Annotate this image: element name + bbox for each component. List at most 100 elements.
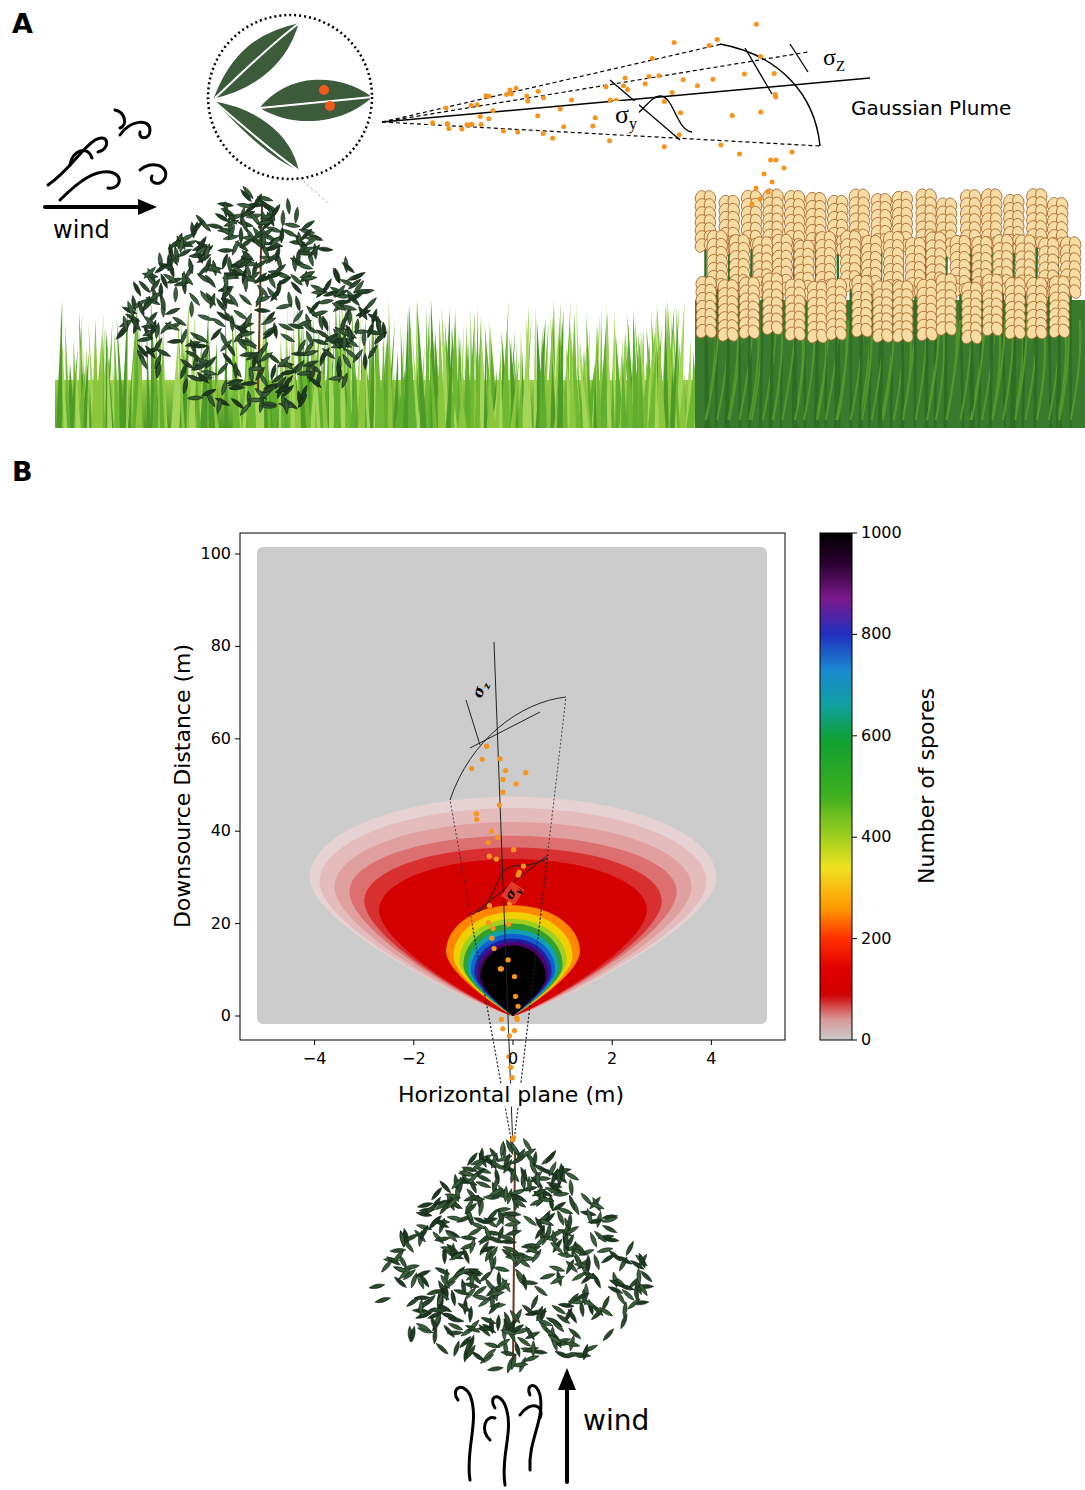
bush-leaf [342, 335, 346, 351]
grass-blade [458, 366, 466, 428]
bush-leaf [239, 237, 254, 249]
bush-leaf [178, 236, 184, 252]
spore [445, 122, 450, 127]
grass-blade [545, 298, 554, 428]
bush-leaf [154, 262, 169, 275]
bush-leaf [297, 262, 313, 270]
bush-leaf [256, 220, 272, 226]
spore [550, 136, 555, 141]
bush-leaf [341, 304, 357, 311]
grass-blade [510, 356, 519, 428]
bush-leaf [352, 279, 365, 294]
wheat-stalk [770, 330, 773, 428]
bush-leaf [242, 185, 255, 200]
bush-leaf [261, 232, 265, 248]
wheat-stalk [1069, 294, 1072, 428]
grass-blade [639, 341, 645, 428]
grass-blade [104, 335, 112, 428]
sigma-z-marker [745, 48, 772, 94]
spore [525, 98, 530, 103]
spore [486, 116, 491, 121]
bush-leaf [334, 326, 349, 338]
bush-leaf [159, 283, 163, 299]
spore [623, 76, 628, 81]
grass-blade [574, 357, 581, 428]
bush-leaf [239, 227, 243, 243]
spore [514, 86, 519, 91]
bush-leaf [321, 347, 336, 360]
bush-leaf [301, 275, 317, 281]
bush-leaf [302, 359, 318, 368]
bush-leaf [227, 257, 232, 273]
spore [662, 144, 667, 149]
lesion-spot [319, 85, 329, 95]
bush-leaf [199, 290, 212, 305]
bush-leaf [308, 376, 323, 389]
bush-leaf [336, 362, 342, 378]
grass-blade [557, 335, 563, 428]
bush-leaf [249, 366, 255, 382]
bush-leaf [348, 309, 352, 325]
bush-leaf [216, 362, 229, 377]
wheat-leaf [773, 320, 782, 420]
bush-leaf [229, 386, 245, 391]
bush-leaf [142, 315, 157, 329]
inset-leader [300, 178, 330, 205]
wind-symbol [45, 110, 166, 207]
grass-blade [429, 328, 438, 428]
bush-leaf [256, 197, 270, 211]
bush-leaf [243, 276, 248, 292]
spore [590, 124, 595, 129]
grass-blade [569, 323, 573, 428]
spore [459, 127, 464, 132]
wheat-grain [746, 323, 761, 340]
bush-leaf [138, 354, 149, 370]
wheat-grain [792, 325, 807, 342]
spore [593, 115, 598, 120]
grass-blade [521, 305, 529, 428]
bush-leaf [215, 397, 223, 413]
bush-leaf [188, 292, 201, 307]
bush-leaf [219, 331, 229, 347]
bush-leaf [201, 369, 217, 376]
wheat-stalk [726, 336, 729, 428]
bush-leaf [220, 379, 228, 395]
bush-leaf [243, 312, 254, 328]
bush-leaf [261, 385, 277, 395]
bush-leaf [238, 293, 253, 307]
bush-leaf [129, 317, 142, 332]
bush-leaf [366, 322, 375, 338]
wheat-grain [725, 326, 740, 343]
grass-blade [670, 307, 679, 428]
bush-leaf [231, 240, 241, 256]
grass-blade [106, 328, 114, 428]
bush-leaf [148, 290, 164, 302]
grass-blade [488, 371, 496, 428]
grass-blade [593, 362, 597, 428]
grass-blade [518, 375, 523, 428]
bush-leaf [207, 262, 222, 275]
bush-leaf [302, 349, 318, 357]
gaussian-curve [614, 96, 692, 132]
bush-leaf [204, 274, 217, 289]
bush-leaf [187, 396, 203, 401]
spore [501, 129, 506, 134]
grass-blade [620, 333, 626, 428]
spore [707, 43, 712, 48]
bush-leaf [315, 328, 331, 340]
bush-leaf [278, 322, 294, 332]
wheat-grain [703, 323, 718, 340]
grass-blade [619, 329, 626, 428]
grass-blade [638, 331, 645, 428]
plume-edge [382, 52, 808, 122]
spore [715, 37, 720, 42]
bush-leaf [258, 351, 273, 364]
wheat-grain [1012, 324, 1027, 341]
inset-leaves [212, 22, 374, 172]
wheat-grain [900, 327, 915, 344]
bush-leaf [308, 243, 322, 258]
grass-blade [657, 303, 666, 428]
bush-leaf [269, 364, 277, 380]
bush-leaf [294, 207, 300, 223]
grass-blade [128, 372, 132, 428]
